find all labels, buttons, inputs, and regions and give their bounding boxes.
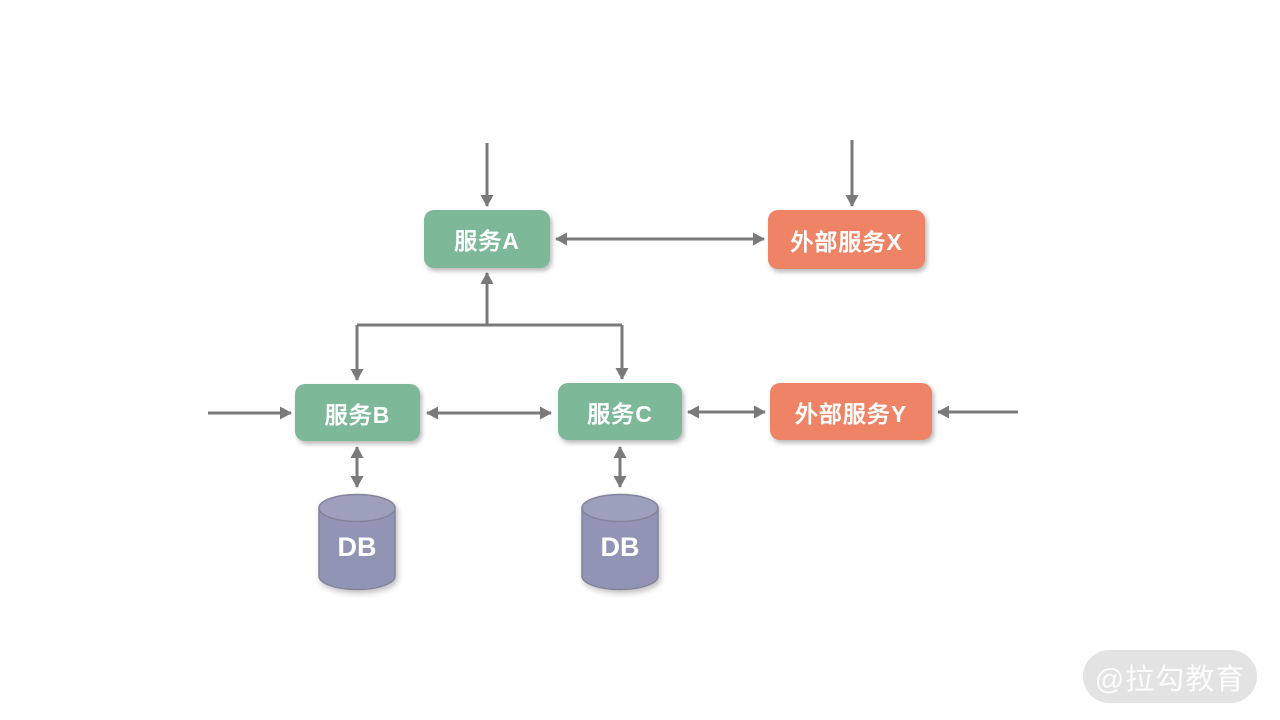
edge-service-a-to-b-and-c <box>350 272 629 381</box>
db-cylinder-icon <box>581 493 659 591</box>
node-service-c: 服务C <box>558 383 682 440</box>
node-db-left: DB <box>317 492 397 592</box>
node-external-service-x-label: 外部服务X <box>790 228 903 255</box>
node-external-service-x: 外部服务X <box>768 210 925 269</box>
node-db-right-label: DB <box>600 532 640 562</box>
node-service-a: 服务A <box>424 210 550 268</box>
node-service-a-label: 服务A <box>454 228 520 254</box>
node-db-right: DB <box>580 492 660 592</box>
watermark-badge: @拉勾教育 <box>1083 650 1257 703</box>
node-external-service-y-label: 外部服务Y <box>794 400 908 427</box>
node-service-c-label: 服务C <box>587 400 653 427</box>
node-external-service-y: 外部服务Y <box>770 383 932 440</box>
db-cylinder-icon <box>318 493 396 591</box>
node-db-left-label: DB <box>337 532 377 562</box>
watermark-text: @拉勾教育 <box>1094 663 1246 696</box>
node-service-b-label: 服务B <box>324 401 391 428</box>
node-service-b: 服务B <box>295 384 420 441</box>
